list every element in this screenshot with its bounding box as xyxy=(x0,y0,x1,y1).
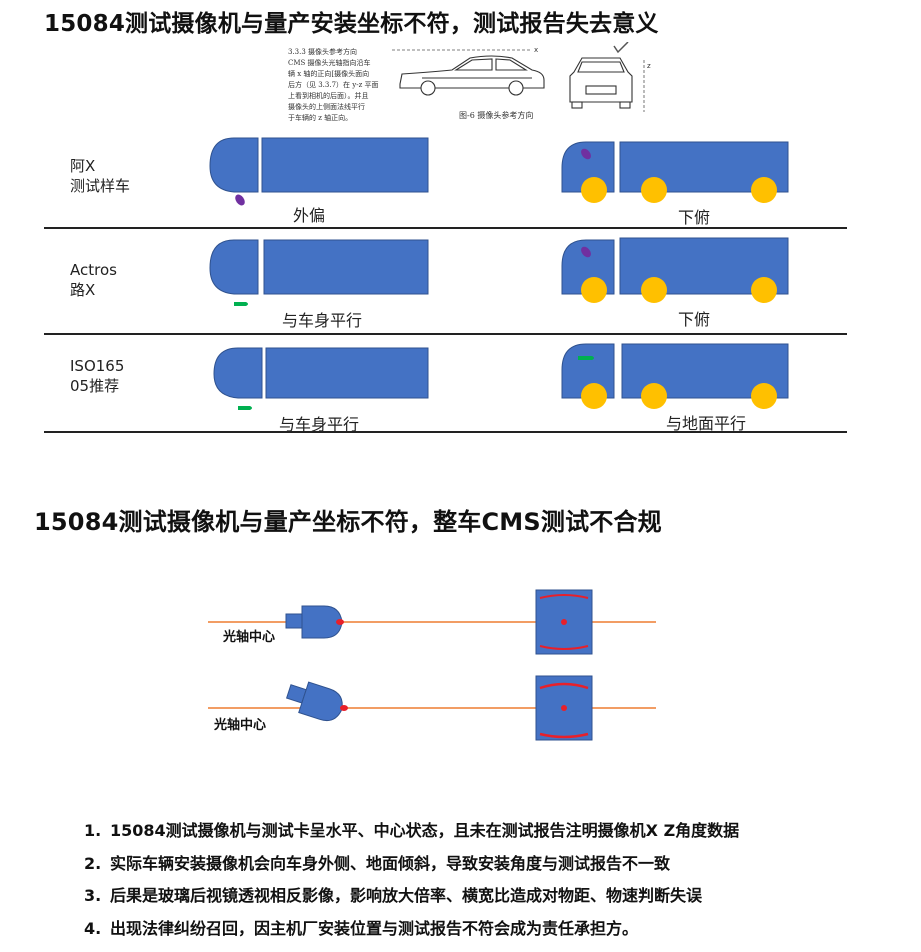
wheel-2 xyxy=(641,383,667,409)
list-item: 3. 后果是玻璃后视镜透视相反影像，影响放大倍率、横宽比造成对物距、物速判断失误 xyxy=(84,882,702,906)
truck-front-view-row1 xyxy=(561,141,789,203)
row-label-iso16505: ISO165 05推荐 xyxy=(70,357,125,395)
list-number: 1. xyxy=(84,821,102,840)
lens-center-bottom xyxy=(340,705,348,711)
trailer-side xyxy=(265,347,429,399)
wheel-1 xyxy=(581,277,607,303)
truck-front-view-row2 xyxy=(561,237,789,303)
row-divider xyxy=(44,227,847,229)
list-text: 出现法律纠纷召回，因主机厂安装位置与测试报告不符会成为责任承担方。 xyxy=(110,919,639,938)
list-text: 实际车辆安装摄像机会向车身外侧、地面倾斜，导致安装角度与测试报告不一致 xyxy=(110,854,671,873)
list-item: 4. 出现法律纠纷召回，因主机厂安装位置与测试报告不符会成为责任承担方。 xyxy=(84,915,638,939)
camera-green-icon xyxy=(238,406,252,410)
lens-center-top xyxy=(336,619,344,625)
optical-center-label-bottom: 光轴中心 xyxy=(214,718,267,733)
camera-purple-icon xyxy=(581,148,591,160)
list-item: 2. 实际车辆安装摄像机会向车身外侧、地面倾斜，导致安装角度与测试报告不一致 xyxy=(84,850,670,874)
optical-axis-diagram xyxy=(208,589,656,741)
camera-purple-icon xyxy=(581,246,591,258)
list-number: 2. xyxy=(84,854,102,873)
camera-purple-icon xyxy=(235,194,245,206)
caption-row3-front: 与地面平行 xyxy=(666,414,747,433)
row-label-test-sample: 阿X 测试样车 xyxy=(70,157,131,195)
camera-tilted-icon xyxy=(298,681,343,722)
sedan-side-view xyxy=(399,55,545,96)
camera-mount-top xyxy=(285,613,303,629)
wheel-3 xyxy=(751,383,777,409)
wheel-3 xyxy=(751,177,777,203)
caption-row2-front: 下俯 xyxy=(678,310,711,329)
row-divider xyxy=(44,333,847,335)
wheel-1 xyxy=(581,383,607,409)
title-cms-noncompliant: 15084测试摄像机与量产坐标不符，整车CMS测试不合规 xyxy=(34,508,662,536)
list-item: 1. 15084测试摄像机与测试卡呈水平、中心状态，且未在测试报告注明摄像机X Z… xyxy=(84,817,739,841)
axis-x-label: x xyxy=(534,46,538,54)
cab-side xyxy=(209,137,259,193)
camera-green-icon xyxy=(234,302,248,306)
cab-side xyxy=(213,347,263,399)
axis-z-label: z xyxy=(647,62,651,70)
truck-side-view-row1 xyxy=(209,137,429,206)
cab-front xyxy=(561,343,615,399)
truck-front-view-row3 xyxy=(561,343,789,409)
chart-center-top xyxy=(561,619,567,625)
list-text: 15084测试摄像机与测试卡呈水平、中心状态，且未在测试报告注明摄像机X Z角度… xyxy=(110,821,740,840)
car-reference-figure: x z xyxy=(392,42,651,112)
row-label-actros: Actros 路X xyxy=(70,261,117,299)
checkmark-icon xyxy=(613,42,629,54)
optical-center-label-top: 光轴中心 xyxy=(223,630,276,645)
list-number: 4. xyxy=(84,919,102,938)
list-text: 后果是玻璃后视镜透视相反影像，影响放大倍率、横宽比造成对物距、物速判断失误 xyxy=(110,886,703,905)
chart-center-bottom xyxy=(561,705,567,711)
trailer-side xyxy=(263,239,429,295)
caption-row1-front: 下俯 xyxy=(678,208,711,227)
figure-caption: 图-6 摄像头参考方向 xyxy=(459,111,534,120)
caption-row2-side: 与车身平行 xyxy=(282,311,363,330)
caption-row1-side: 外偏 xyxy=(293,206,326,225)
list-number: 3. xyxy=(84,886,102,905)
truck-side-view-row2 xyxy=(209,239,429,306)
doc-excerpt-text: 3.3.3 摄像头参考方向 CMS 摄像头光轴指向沿车 辆 x 轴的正向[摄像头… xyxy=(288,48,379,122)
truck-side-view-row3 xyxy=(213,347,429,410)
wheel-3 xyxy=(751,277,777,303)
wheel-2 xyxy=(641,177,667,203)
camera-tilted-group xyxy=(285,681,343,722)
title-camera-coordinates-mismatch: 15084测试摄像机与量产安装坐标不符，测试报告失去意义 xyxy=(44,11,659,37)
camera-green-icon xyxy=(578,356,594,360)
sedan-rear-view xyxy=(569,57,633,109)
caption-row3-side: 与车身平行 xyxy=(279,415,360,434)
trailer-side xyxy=(261,137,429,193)
wheel-2 xyxy=(641,277,667,303)
row-divider xyxy=(44,431,847,433)
cab-side xyxy=(209,239,259,295)
wheel-1 xyxy=(581,177,607,203)
